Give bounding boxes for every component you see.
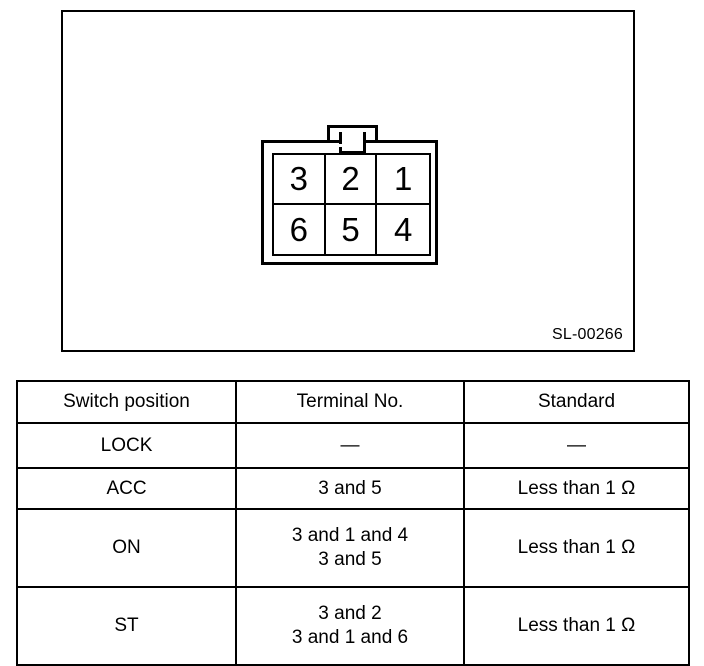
- switch-continuity-table: Switch position Terminal No. Standard LO…: [16, 380, 690, 666]
- cell-switch-position-acc: ACC: [16, 467, 237, 510]
- cell-standard-on: Less than 1 Ω: [463, 508, 690, 588]
- cell-standard-acc: Less than 1 Ω: [463, 467, 690, 510]
- table-header-row: Switch position Terminal No. Standard: [16, 380, 690, 424]
- table-row: ST 3 and 2 3 and 1 and 6 Less than 1 Ω: [16, 586, 690, 666]
- terminal-pin-4: 4: [393, 210, 413, 248]
- terminal-line: 3 and 5: [318, 549, 382, 570]
- column-header-switch-position: Switch position: [16, 380, 237, 424]
- cell-switch-position-st: ST: [16, 586, 237, 666]
- terminal-pin-1: 1: [377, 155, 429, 205]
- column-header-standard: Standard: [463, 380, 690, 424]
- terminal-line: 3 and 2: [318, 603, 382, 625]
- cell-standard-st: Less than 1 Ω: [463, 586, 690, 666]
- table-row: LOCK — —: [16, 422, 690, 469]
- cell-terminal-acc: 3 and 5: [235, 467, 465, 510]
- terminal-line: 3 and 1 and 6: [291, 627, 409, 648]
- terminal-pin-3: 3: [274, 155, 326, 205]
- connector-tab-notch: [339, 132, 366, 154]
- terminal-grid: 3 2 1 6 5 4: [272, 153, 431, 256]
- table-row: ACC 3 and 5 Less than 1 Ω: [16, 467, 690, 510]
- terminal-pin-5: 5: [326, 204, 378, 254]
- column-header-terminal-no: Terminal No.: [235, 380, 465, 424]
- terminal-pin-2: 2: [325, 155, 378, 205]
- cell-switch-position-on: ON: [16, 508, 237, 588]
- cell-standard-lock: —: [463, 422, 690, 469]
- cell-terminal-on: 3 and 1 and 4 3 and 5: [235, 508, 465, 588]
- notch-opening-mask: [330, 144, 342, 147]
- terminal-line: 3 and 1 and 4: [291, 525, 409, 547]
- cell-switch-position-lock: LOCK: [16, 422, 237, 469]
- cell-terminal-lock: —: [235, 422, 465, 469]
- table-row: ON 3 and 1 and 4 3 and 5 Less than 1 Ω: [16, 508, 690, 588]
- cell-terminal-st: 3 and 2 3 and 1 and 6: [235, 586, 465, 666]
- illustration-panel: 3 2 1 6 5 4 SL-00266: [61, 10, 635, 352]
- terminal-pin-6: 6: [274, 204, 326, 254]
- figure-reference-code: SL-00266: [552, 326, 623, 343]
- connector-diagram: 3 2 1 6 5 4: [261, 115, 441, 265]
